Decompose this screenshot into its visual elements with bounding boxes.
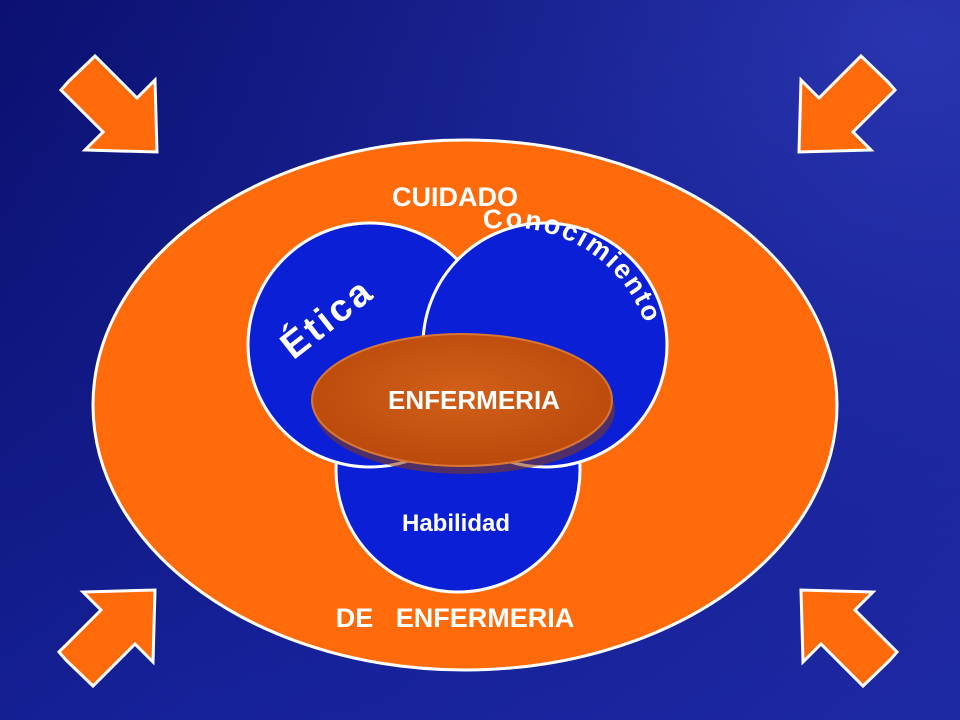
arrow-up-left-icon [799,588,900,689]
center-oval [311,333,613,467]
circle-label-habilidad: Habilidad [402,510,510,537]
center-label: ENFERMERIA [388,385,560,415]
arrow-up-right-icon [56,588,157,689]
outer-label-bottom: DE ENFERMERIA [336,603,575,633]
arrow-down-left-icon [797,53,898,154]
arrow-down-right-icon [58,53,159,154]
outer-label-top: CUIDADO [392,182,518,212]
